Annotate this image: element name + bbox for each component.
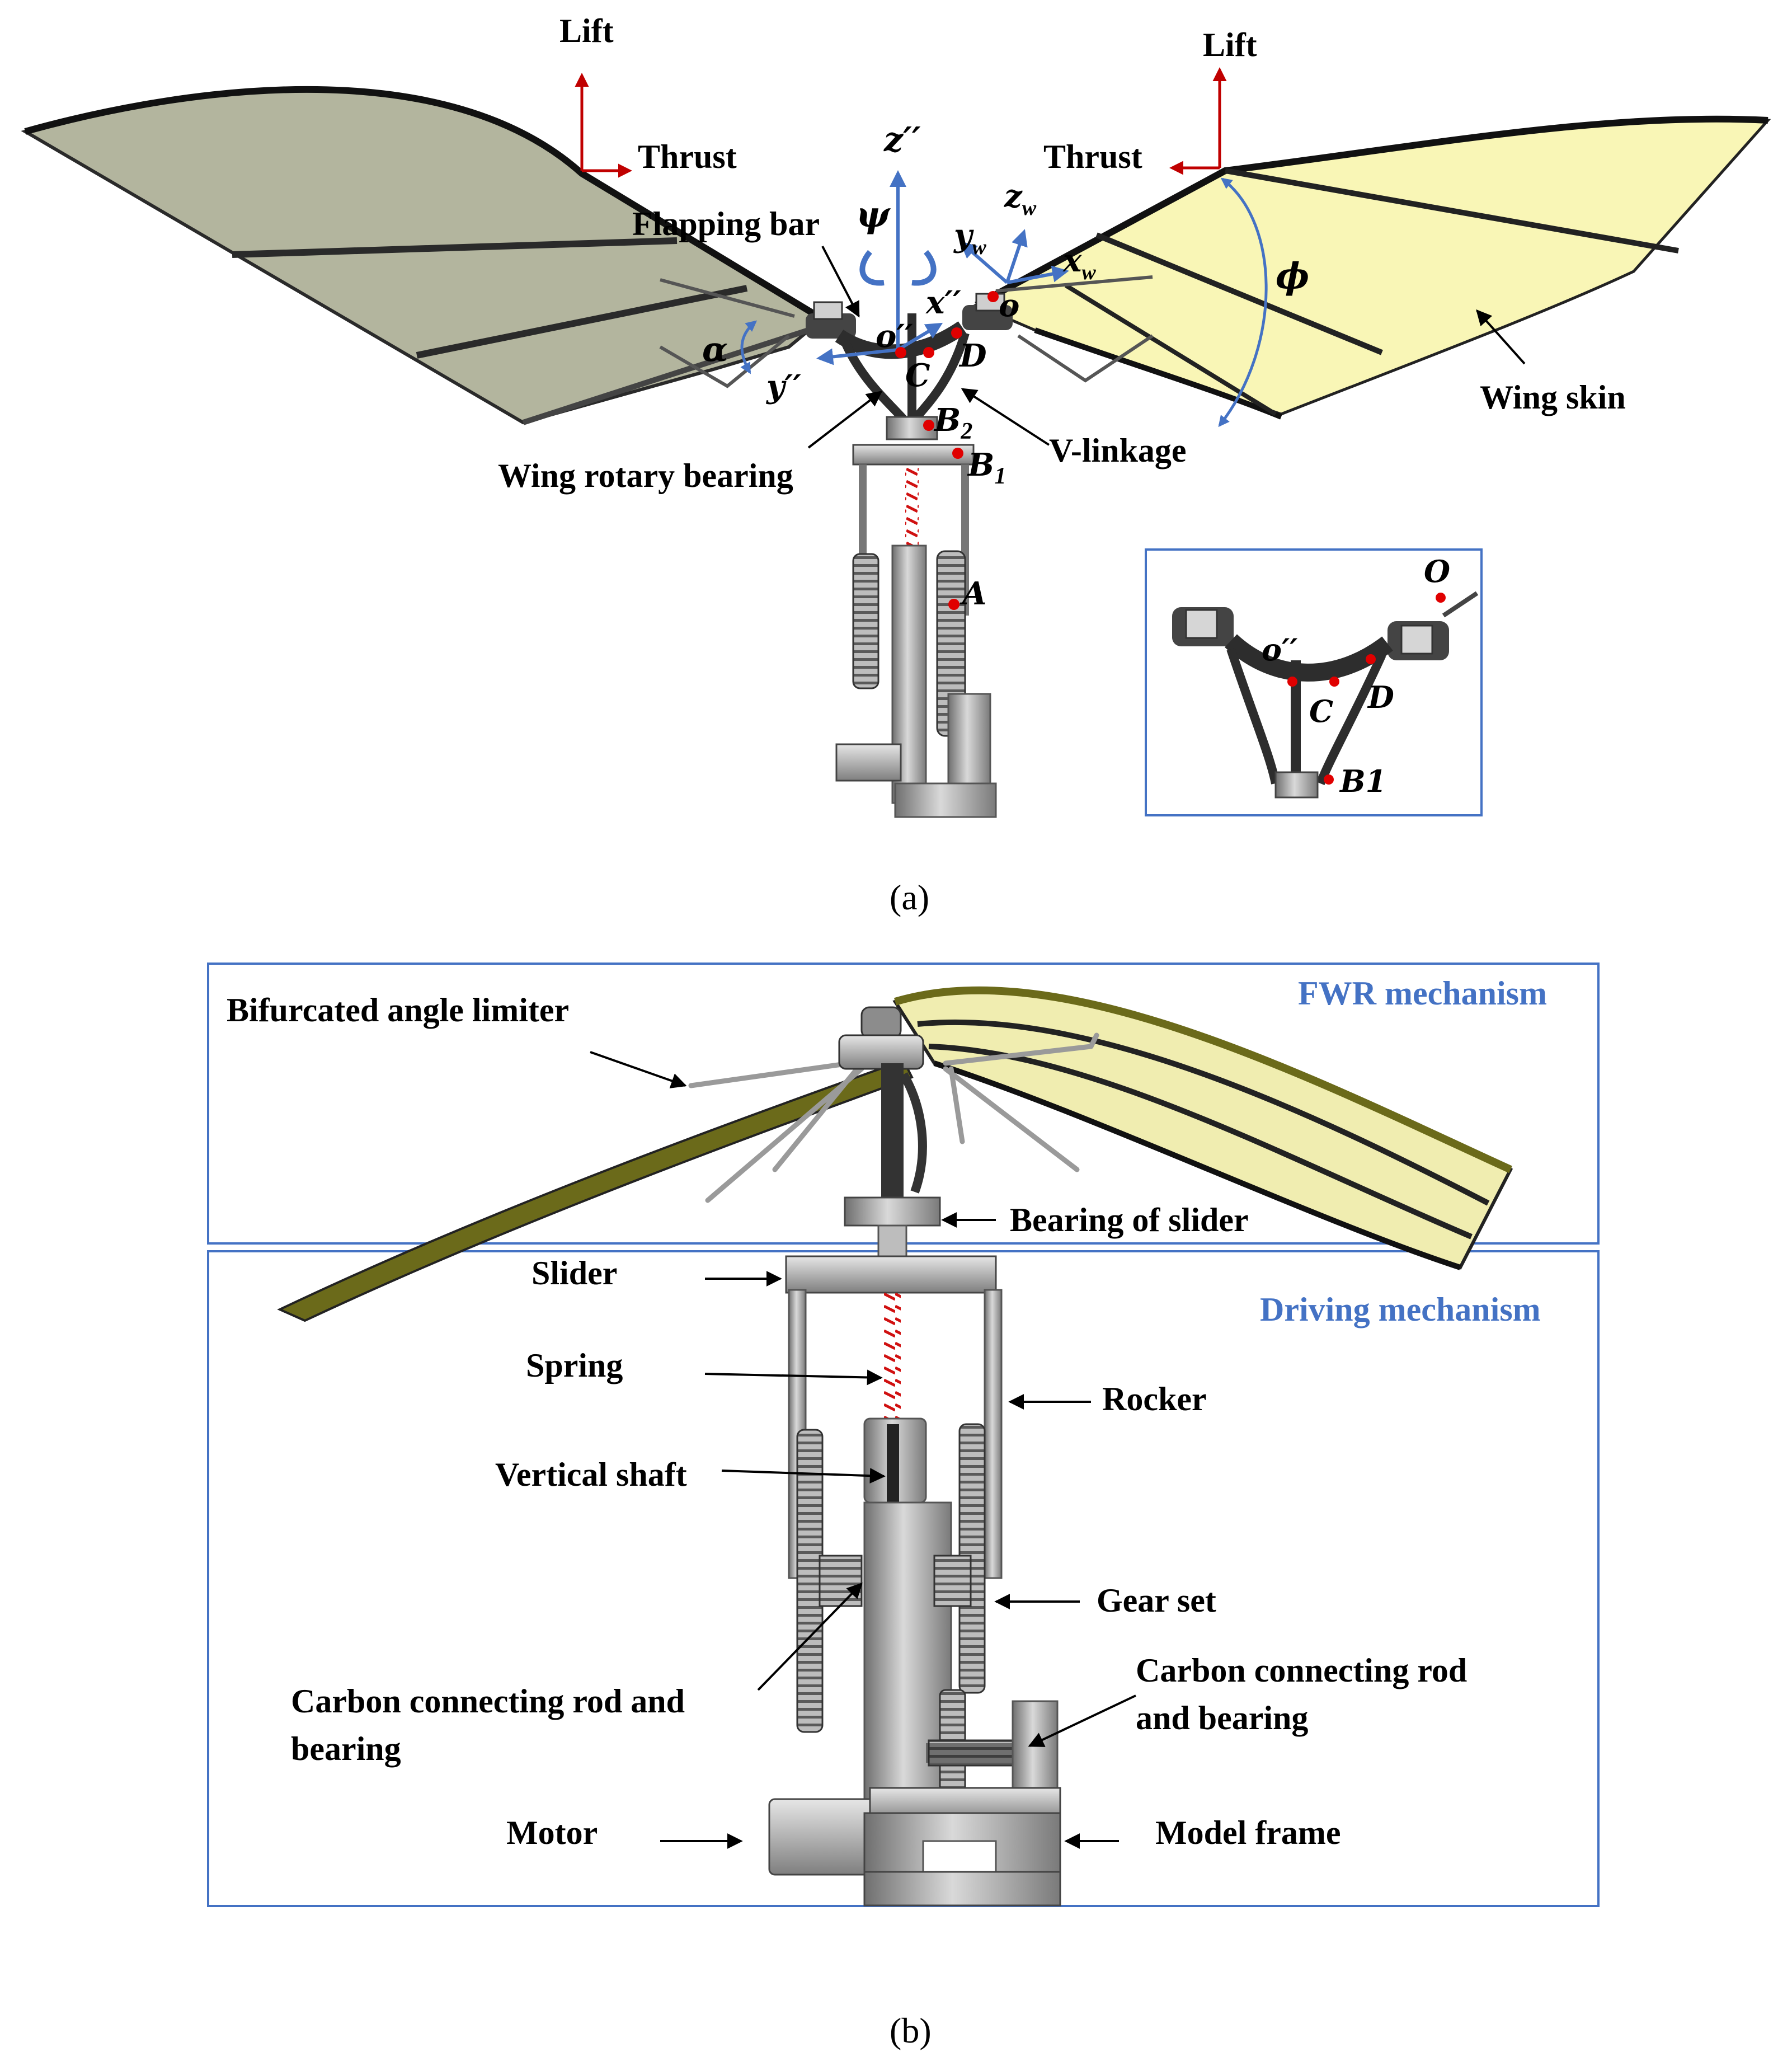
vertical-shaft-label: Vertical shaft bbox=[495, 1456, 687, 1493]
inset-point-o-pp bbox=[1287, 677, 1297, 687]
point-a bbox=[948, 599, 960, 610]
right-wing-leading-edge bbox=[975, 115, 1769, 308]
point-b2 bbox=[923, 420, 934, 431]
carbon-right-arrow bbox=[1028, 1694, 1136, 1747]
wing-rotary-bearing-arrow bbox=[807, 391, 883, 449]
slider-bar bbox=[785, 1255, 997, 1294]
z-w-axis bbox=[1005, 229, 1028, 283]
x-pp-axis bbox=[897, 322, 943, 351]
point-o bbox=[987, 291, 999, 302]
a-symbol: A bbox=[960, 575, 986, 612]
x-pp-symbol: x′′ bbox=[925, 284, 961, 321]
point-d bbox=[951, 327, 962, 339]
right-wing-rib bbox=[1225, 168, 1679, 253]
slider-label: Slider bbox=[532, 1255, 617, 1292]
inset-border bbox=[1145, 548, 1483, 816]
x-w-symbol: xw bbox=[1062, 242, 1096, 284]
lift-left-label: Lift bbox=[559, 12, 614, 49]
bifurcated-label: Bifurcated angle limiter bbox=[227, 992, 569, 1029]
flapping-bar-arrow bbox=[821, 246, 860, 318]
c-symbol: C bbox=[905, 357, 930, 394]
b2-symbol: B2 bbox=[933, 402, 972, 444]
spring bbox=[884, 1293, 901, 1421]
gear-left bbox=[796, 1429, 824, 1733]
motor-label: Motor bbox=[506, 1814, 598, 1851]
carbon-left-label-1: Carbon connecting rod and bbox=[291, 1683, 685, 1720]
carbon-left-arrow bbox=[757, 1582, 863, 1691]
psi-rotation-icon bbox=[859, 250, 937, 286]
wing-skin-label: Wing skin bbox=[1480, 379, 1626, 416]
bifurcated-arrow bbox=[590, 1051, 687, 1088]
x-w-axis bbox=[1006, 265, 1069, 284]
y-w-axis bbox=[960, 241, 1008, 284]
o-pp-symbol: o′′ bbox=[876, 318, 913, 355]
panel-b-caption: (b) bbox=[890, 2011, 932, 2050]
thrust-left-label: Thrust bbox=[638, 138, 737, 175]
left-wing-trailing-edge bbox=[522, 325, 818, 425]
alpha-symbol: α bbox=[702, 330, 728, 369]
z-w-symbol: zw bbox=[1004, 178, 1037, 220]
fwr-hub bbox=[838, 1006, 941, 1257]
y-w-symbol: yw bbox=[953, 217, 987, 259]
wing-rotary-bearing-label: Wing rotary bearing bbox=[498, 457, 793, 494]
vertical-shaft bbox=[887, 1424, 899, 1505]
vertical-shaft-arrow bbox=[721, 1468, 886, 1484]
inset-b1-symbol: B1 bbox=[1339, 763, 1386, 799]
inset-d-symbol: D bbox=[1367, 679, 1394, 715]
z-pp-symbol: z′′ bbox=[883, 120, 921, 159]
driving-mechanism-b bbox=[768, 1255, 1061, 1907]
point-b1 bbox=[952, 448, 963, 459]
model-frame-label: Model frame bbox=[1155, 1814, 1341, 1851]
y-pp-axis bbox=[816, 348, 899, 365]
psi-symbol: ψ bbox=[856, 194, 891, 236]
rocker-label: Rocker bbox=[1102, 1381, 1207, 1417]
inset-detail: O o′′ C D B1 bbox=[1145, 548, 1483, 816]
panel-a: Lift Thrust Lift Thrust Flapping bar Win… bbox=[21, 12, 1771, 917]
inset-c-symbol: C bbox=[1309, 693, 1333, 729]
rocker-right bbox=[984, 1289, 1003, 1579]
spring-arrow bbox=[704, 1369, 883, 1386]
panel-b: FWR mechanism Driving mechanism Bifurcat… bbox=[207, 963, 1600, 2050]
right-wing-rib bbox=[1095, 232, 1383, 355]
inset-point-c bbox=[1329, 677, 1339, 687]
inset-o-pp-symbol: o′′ bbox=[1262, 632, 1298, 668]
left-wing-b bbox=[277, 1059, 914, 1322]
d-symbol: D bbox=[958, 337, 987, 374]
driving-mechanism-title: Driving mechanism bbox=[1260, 1291, 1541, 1328]
panel-a-caption: (a) bbox=[890, 877, 929, 917]
flapping-bar-label: Flapping bar bbox=[632, 205, 820, 242]
lift-right-label: Lift bbox=[1203, 26, 1257, 63]
left-wing-rib bbox=[416, 285, 748, 359]
thrust-right-label: Thrust bbox=[1043, 138, 1142, 175]
alpha-arc bbox=[740, 320, 758, 374]
o-symbol: o bbox=[999, 287, 1019, 324]
left-wing-rib bbox=[232, 237, 678, 258]
b1-symbol: B1 bbox=[967, 447, 1006, 489]
inset-point-o bbox=[1436, 593, 1446, 603]
point-c bbox=[923, 347, 934, 358]
left-angle-limiter bbox=[659, 278, 795, 388]
inset-o-symbol: O bbox=[1424, 553, 1450, 589]
wing-skin-arrow bbox=[1476, 309, 1526, 365]
right-angle-limiter bbox=[995, 275, 1154, 383]
left-wing-leading-edge bbox=[24, 86, 825, 322]
driving-mechanism-a bbox=[835, 444, 997, 818]
carbon-left-label-2: bearing bbox=[291, 1730, 401, 1767]
bearing-slider-label: Bearing of slider bbox=[1010, 1201, 1249, 1238]
gear-set-label: Gear set bbox=[1097, 1582, 1216, 1619]
right-wing-trailing-edge bbox=[1034, 327, 1282, 420]
v-linkage-label: V-linkage bbox=[1049, 432, 1187, 469]
y-pp-symbol: y′′ bbox=[765, 368, 801, 405]
v-linkage-arrow bbox=[961, 388, 1050, 446]
phi-symbol: ϕ bbox=[1276, 255, 1309, 297]
carbon-right-label-2: and bearing bbox=[1136, 1699, 1308, 1736]
phi-arc bbox=[1218, 177, 1268, 428]
point-o-pp bbox=[895, 347, 906, 358]
spring-label: Spring bbox=[526, 1347, 623, 1384]
carbon-right-label-1: Carbon connecting rod bbox=[1136, 1652, 1467, 1689]
fwr-mechanism-title: FWR mechanism bbox=[1298, 975, 1547, 1012]
inset-point-d bbox=[1366, 654, 1376, 664]
inset-point-b1 bbox=[1324, 774, 1334, 785]
